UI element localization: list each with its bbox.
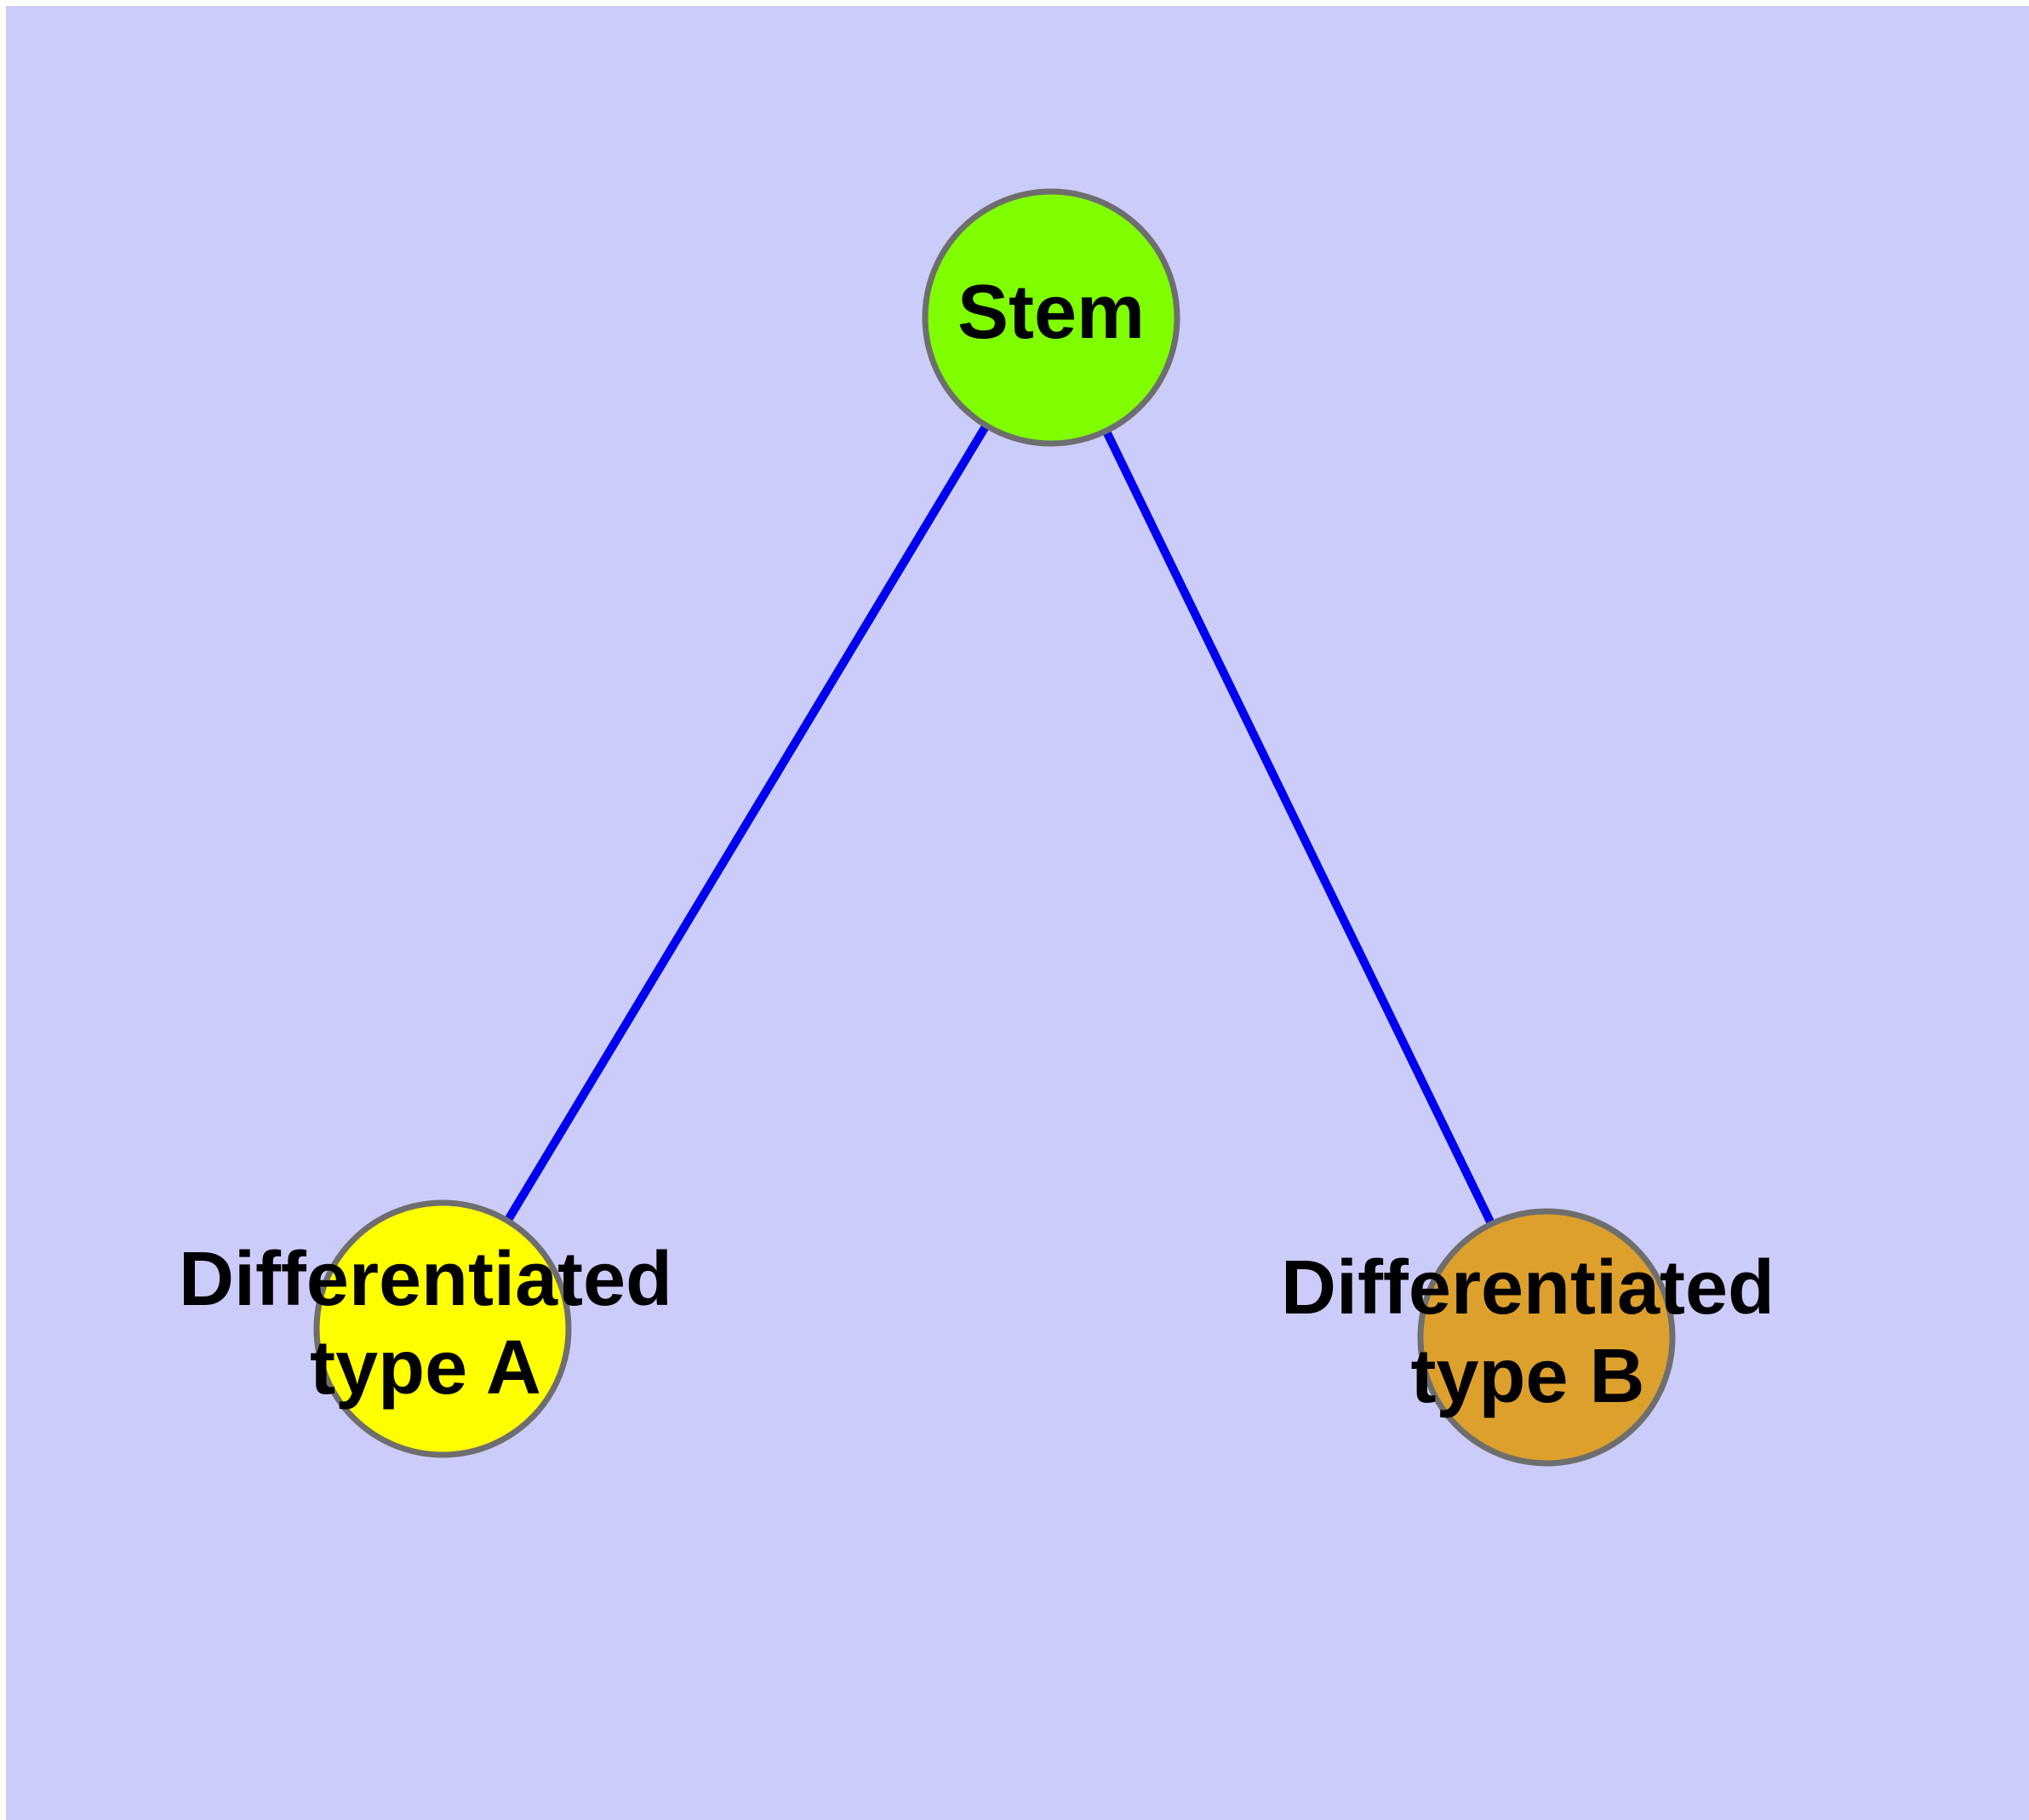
node-circle-diff-a[interactable] xyxy=(313,1199,572,1458)
edges-layer xyxy=(505,424,1495,1225)
edge-stem-to-diff-a[interactable] xyxy=(505,424,989,1222)
nodes-layer xyxy=(313,188,1676,1467)
node-label-line: type A xyxy=(310,1325,541,1411)
node-circle-stem[interactable] xyxy=(922,188,1180,447)
node-label-line: Stem xyxy=(957,270,1145,355)
node-label-stem: Stem xyxy=(957,270,1145,355)
edge-stem-to-diff-b[interactable] xyxy=(1103,430,1495,1225)
node-label-line: Differentiated xyxy=(1281,1245,1775,1331)
node-circle-diff-b[interactable] xyxy=(1417,1208,1676,1467)
node-label-line: type B xyxy=(1410,1334,1644,1419)
node-label-line: Differentiated xyxy=(179,1237,672,1322)
